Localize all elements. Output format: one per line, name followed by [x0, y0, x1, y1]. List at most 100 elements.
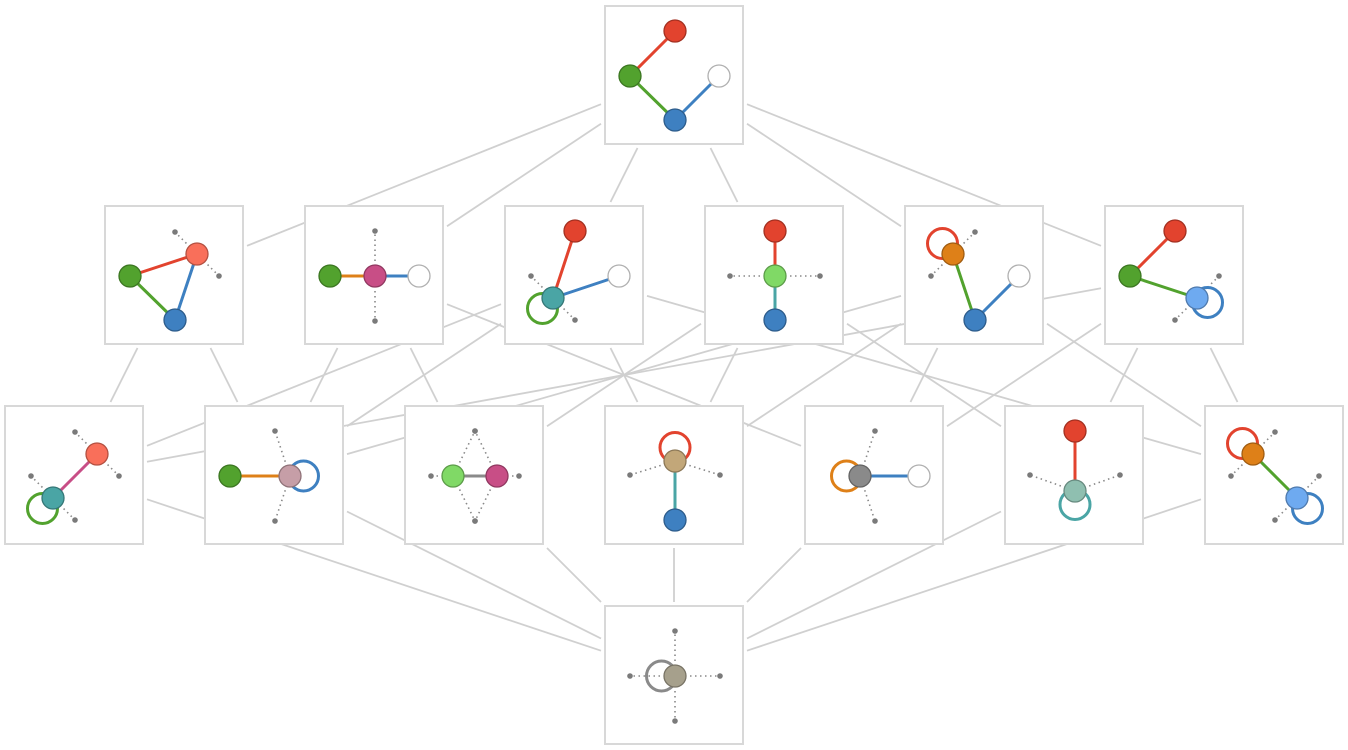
graph-panel-lightgreen-magenta	[404, 405, 544, 545]
graph-node-magenta	[485, 464, 509, 488]
graph-node-gray	[848, 464, 872, 488]
dangling-edge-end	[428, 473, 434, 479]
graph-node-tan	[663, 449, 687, 473]
dangling-edge-end	[472, 518, 478, 524]
graph-panel-teal-loop-green	[504, 205, 644, 345]
dangling-edge-end	[572, 317, 578, 323]
dangling-edge-end	[1272, 429, 1278, 435]
graph-panel-root	[604, 5, 744, 145]
lattice-connection-seafoam-loop-teal-to-bottom	[746, 510, 1002, 640]
lattice-connection-lightblue-loop-blue-to-gray-loop-orange	[946, 322, 1102, 428]
graph-node-green	[218, 464, 242, 488]
graph-node-blue	[163, 308, 187, 332]
dangling-edge-end	[516, 473, 522, 479]
dangling-edge-end	[727, 273, 733, 279]
graph-panel-salmon-teal	[4, 405, 144, 545]
lattice-connection-orange-loop-red-to-tan-loop-red	[746, 322, 902, 428]
graph-node-green	[618, 64, 642, 88]
lattice-connections	[109, 103, 1239, 652]
graph-node-lightblue	[1185, 286, 1209, 310]
graph-node-lightblue	[1285, 486, 1309, 510]
dangling-edge-end	[28, 473, 34, 479]
graph-node-blue	[763, 308, 787, 332]
dangling-edge-end	[372, 318, 378, 324]
graph-node-red	[663, 19, 687, 43]
graph-panel-two-loops	[1204, 405, 1344, 545]
dangling-edge-end	[1172, 317, 1178, 323]
dangling-edge-end	[472, 428, 478, 434]
lattice-connection-root-to-magenta-hub	[446, 122, 602, 228]
graph-panel-bottom	[604, 605, 744, 745]
dangling-edge-end	[1272, 517, 1278, 523]
lattice-connection-triangle-to-salmon-teal	[109, 347, 139, 403]
lattice-connection-root-to-orange-loop-red	[746, 122, 902, 228]
graph-node-lightgreen	[441, 464, 465, 488]
dangling-edge-end	[627, 472, 633, 478]
dangling-edge-end	[272, 518, 278, 524]
graph-node-white	[1007, 264, 1031, 288]
graph-node-orange	[941, 242, 965, 266]
dangling-edge-end	[1216, 273, 1222, 279]
dangling-edge-end	[717, 673, 723, 679]
dangling-edge-end	[928, 273, 934, 279]
dangling-edge-end	[972, 229, 978, 235]
graph-node-seafoam	[1063, 479, 1087, 503]
graph-node-red	[563, 219, 587, 243]
dangling-edge-end	[172, 229, 178, 235]
graph-node-red	[1163, 219, 1187, 243]
graph-panel-triangle	[104, 205, 244, 345]
graph-node-magenta	[363, 264, 387, 288]
lattice-connection-root-to-lightgreen-hub	[709, 147, 739, 203]
lattice-connection-mauve-loop-blue-to-bottom	[346, 510, 602, 640]
lattice-connection-lightgreen-hub-to-tan-loop-red	[709, 347, 739, 403]
graph-node-teal	[541, 286, 565, 310]
graph-node-red	[1063, 419, 1087, 443]
graph-panel-gray-loop-orange	[804, 405, 944, 545]
graph-node-khaki	[663, 664, 687, 688]
graph-node-white	[607, 264, 631, 288]
graph-panel-orange-loop-red	[904, 205, 1044, 345]
graph-edge-green	[1128, 274, 1199, 300]
dangling-edge-end	[216, 273, 222, 279]
dangling-edge-end	[672, 718, 678, 724]
dangling-edge-end	[627, 673, 633, 679]
dangling-edge-end	[872, 518, 878, 524]
lattice-connection-lightblue-loop-blue-to-two-loops	[1209, 347, 1239, 403]
graph-panel-seafoam-loop-teal	[1004, 405, 1144, 545]
dangling-edge-end	[1228, 473, 1234, 479]
graph-node-blue	[663, 108, 687, 132]
dangling-edge-end	[272, 428, 278, 434]
graph-node-blue	[963, 308, 987, 332]
graph-node-teal	[41, 486, 65, 510]
dangling-edge-end	[1316, 473, 1322, 479]
lattice-connection-orange-loop-red-to-gray-loop-orange	[909, 347, 939, 403]
graph-node-lightgreen	[763, 264, 787, 288]
lattice-connection-teal-loop-green-to-mauve-loop-blue	[346, 322, 502, 428]
dangling-edge-end	[672, 628, 678, 634]
graph-panel-lightblue-loop-blue	[1104, 205, 1244, 345]
dangling-edge-end	[717, 472, 723, 478]
graph-node-white	[907, 464, 931, 488]
dangling-edge-end	[72, 517, 78, 523]
dangling-edge-end	[1117, 472, 1123, 478]
dangling-edge-end	[1027, 472, 1033, 478]
graph-node-salmon	[85, 442, 109, 466]
graph-node-green	[318, 264, 342, 288]
graph-node-white	[407, 264, 431, 288]
dangling-edge-end	[528, 273, 534, 279]
dangling-edge	[452, 475, 476, 522]
graph-node-orange	[1241, 442, 1265, 466]
dangling-edge	[452, 430, 476, 477]
lattice-connection-triangle-to-mauve-loop-blue	[209, 347, 239, 403]
dangling-edge	[474, 430, 498, 477]
graph-edge-red	[128, 252, 199, 278]
dangling-edge	[474, 475, 498, 522]
graph-edge-red	[551, 229, 577, 300]
graph-node-white	[707, 64, 731, 88]
graph-node-green	[118, 264, 142, 288]
graph-panel-mauve-loop-blue	[204, 405, 344, 545]
graph-node-red	[763, 219, 787, 243]
dangling-edge-end	[817, 273, 823, 279]
lattice-connection-gray-loop-orange-to-bottom	[746, 547, 802, 603]
